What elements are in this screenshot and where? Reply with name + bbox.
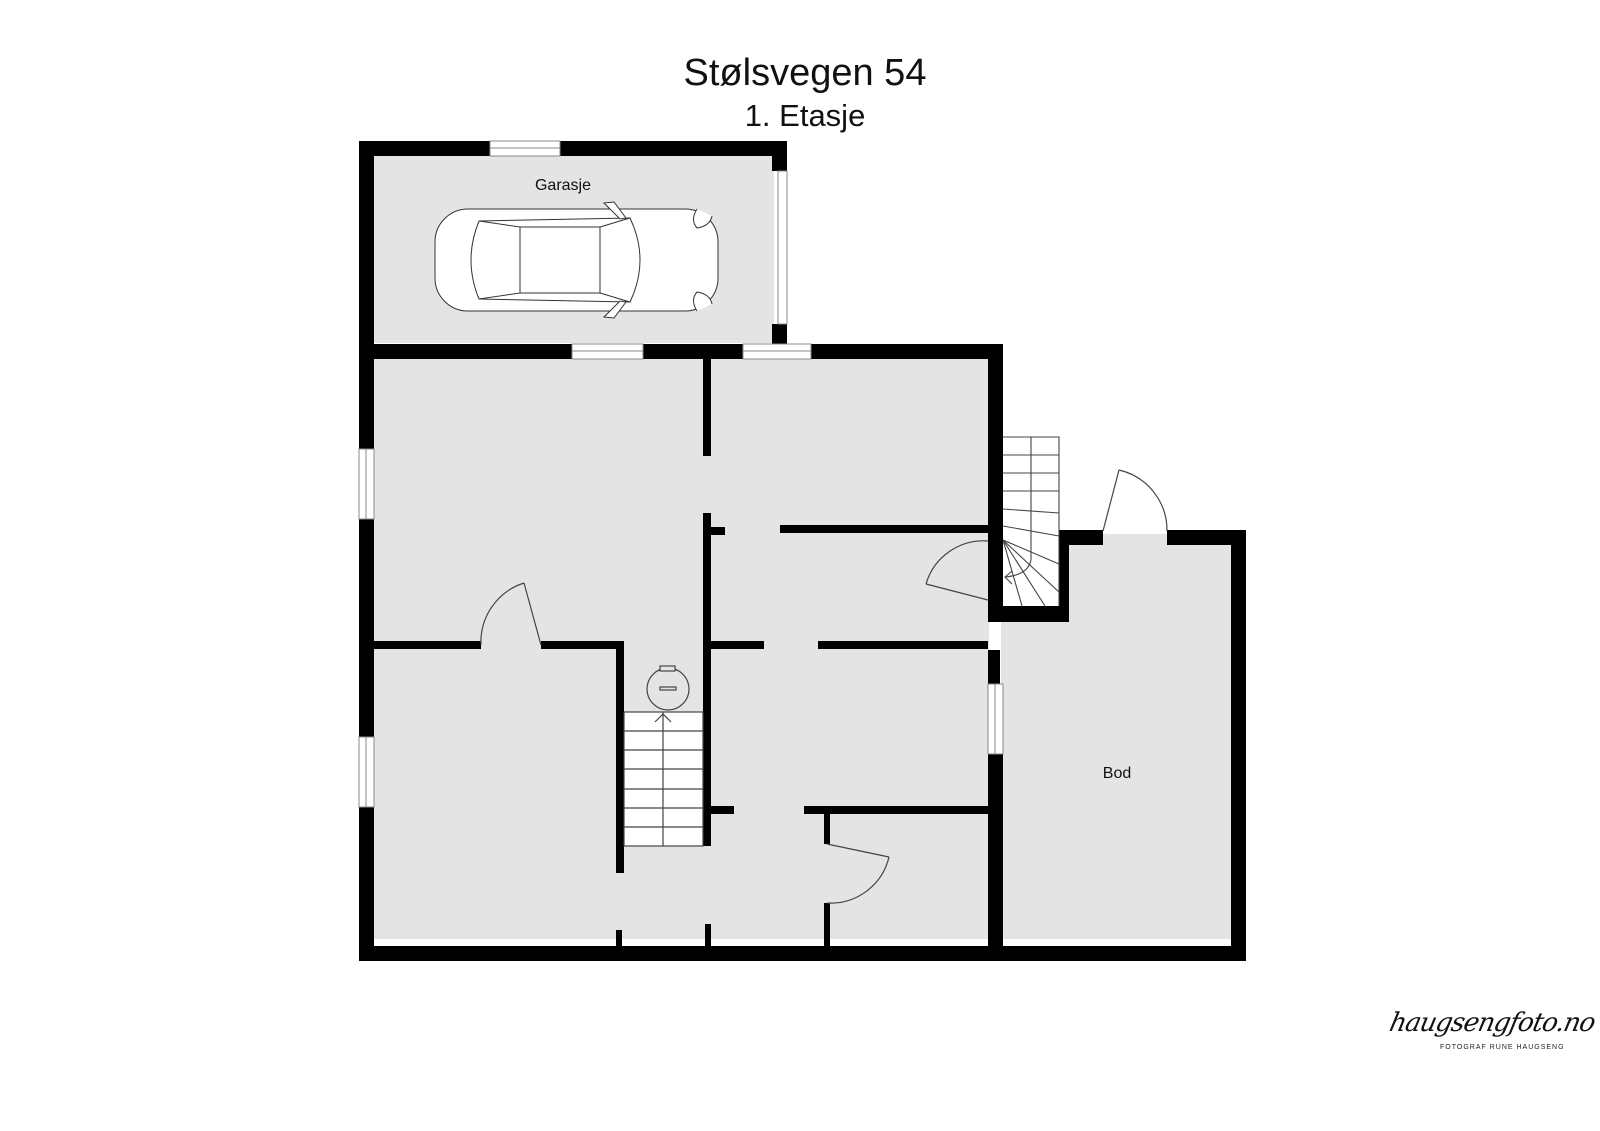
stair-up-arrow-icon <box>654 713 672 723</box>
photographer-logo: haugsengfoto.no FOTOGRAF RUNE HAUGSENG <box>1387 1000 1598 1060</box>
door-stair-closet <box>925 540 989 601</box>
winder-staircase <box>1002 436 1060 607</box>
window-garage-top <box>489 140 561 157</box>
door-left-room <box>480 582 542 646</box>
window-east <box>987 683 1004 755</box>
door-lower-room <box>826 843 890 904</box>
room-label-garage: Garasje <box>535 177 591 194</box>
car-icon <box>434 201 719 319</box>
storage-entry-floor <box>1103 534 1167 544</box>
doors <box>480 469 1168 904</box>
window-garage-right <box>777 170 788 325</box>
window-west-2 <box>358 736 375 808</box>
plan-title: Stølsvegen 54 <box>683 52 927 94</box>
window-north-2 <box>742 343 812 360</box>
floor-subtitle: 1. Etasje <box>744 98 866 133</box>
windows <box>358 140 1004 808</box>
window-north-1 <box>571 343 644 360</box>
logo-tagline: FOTOGRAF RUNE HAUGSENG <box>1440 1044 1565 1051</box>
logo-wordmark: haugsengfoto.no <box>1386 1008 1598 1038</box>
stair-down-arrow-icon <box>1004 570 1013 585</box>
door-storage-entry <box>1102 469 1168 532</box>
room-label-storage: Bod <box>1103 765 1131 782</box>
straight-staircase <box>623 711 704 847</box>
water-heater-icon <box>646 665 690 711</box>
window-west-1 <box>358 448 375 520</box>
